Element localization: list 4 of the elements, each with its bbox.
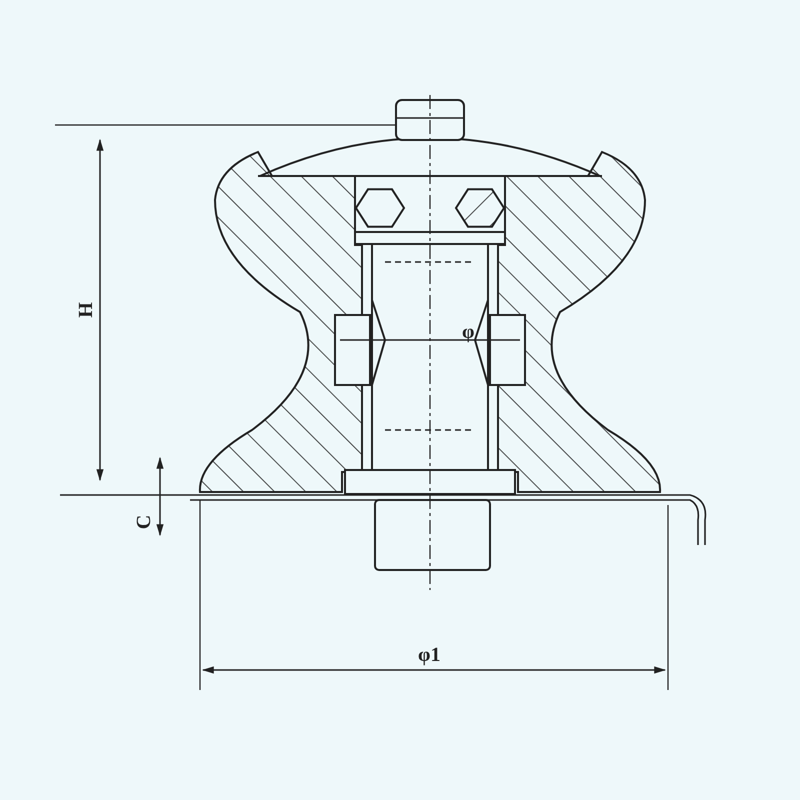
dimension-label: H <box>76 302 96 318</box>
dimension-label: φ <box>462 322 474 342</box>
dimension-label: C <box>134 514 154 530</box>
dimension-label: φ1 <box>418 645 440 665</box>
